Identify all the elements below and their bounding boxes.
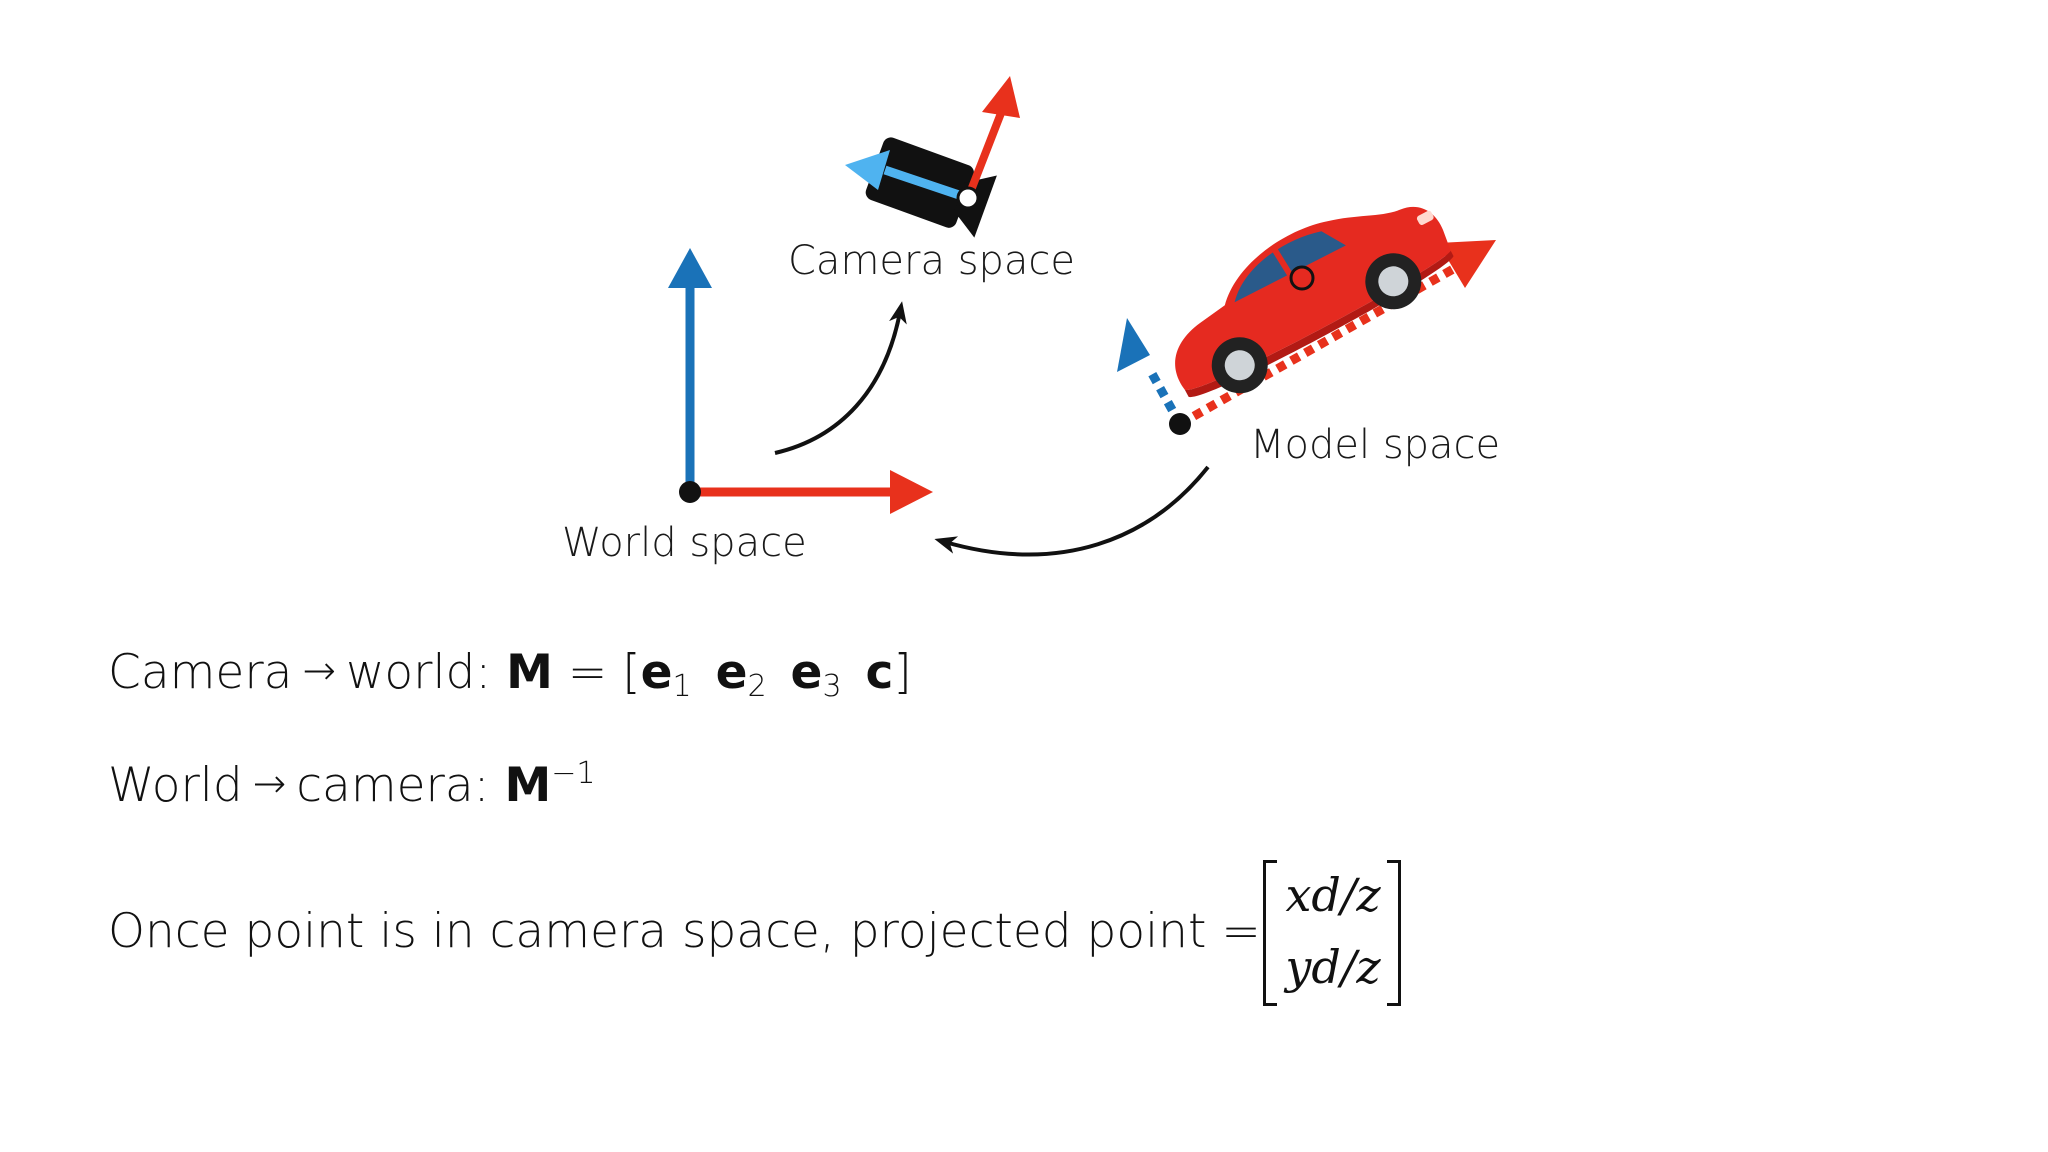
red-car-icon <box>1117 206 1496 435</box>
world-axes <box>668 248 933 514</box>
e2-subscript: 2 <box>747 669 767 704</box>
e2-symbol: e <box>715 645 748 700</box>
world-up-arrowhead <box>668 248 712 288</box>
world-origin-dot <box>679 481 701 503</box>
inverse-superscript: −1 <box>551 756 596 791</box>
projection-matrix: xd/z yd/z <box>1263 860 1401 1006</box>
matrix-symbol: M <box>506 645 553 700</box>
matrix-row-1: xd/z <box>1285 868 1381 922</box>
e1-symbol: e <box>640 645 673 700</box>
e1-subscript: 1 <box>672 669 692 704</box>
model-to-world-curve <box>934 465 1210 557</box>
projection-text: Once point is in camera space, projected… <box>108 904 1261 959</box>
eq1-close-bracket: ] <box>893 645 912 700</box>
right-arrow-icon: → <box>252 761 287 807</box>
e3-symbol: e <box>790 645 823 700</box>
world-to-camera-equation: World→camera: M−1 <box>108 758 596 813</box>
projection-equation: Once point is in camera space, projected… <box>108 904 1261 959</box>
eq2-middle: camera: <box>296 758 490 813</box>
matrix-symbol: M <box>504 758 552 813</box>
matrix-row-2: yd/z <box>1285 940 1381 994</box>
camera-space-label: Camera space <box>788 238 1076 284</box>
eq2-prefix: World <box>108 758 243 813</box>
model-space-label: Model space <box>1250 422 1501 468</box>
world-right-arrowhead <box>890 470 933 514</box>
e3-subscript: 3 <box>822 669 842 704</box>
matrix-left-bracket <box>1263 860 1277 1006</box>
matrix-right-bracket <box>1387 860 1401 1006</box>
video-camera-icon <box>845 76 1020 238</box>
eq1-middle: world: <box>345 645 492 700</box>
world-to-camera-curve <box>774 301 907 455</box>
right-arrow-icon: → <box>302 648 336 694</box>
c-symbol: c <box>865 645 894 700</box>
world-space-label: World space <box>562 520 807 566</box>
eq1-prefix: Camera <box>108 645 293 700</box>
eq1-equals: = [ <box>567 645 641 700</box>
